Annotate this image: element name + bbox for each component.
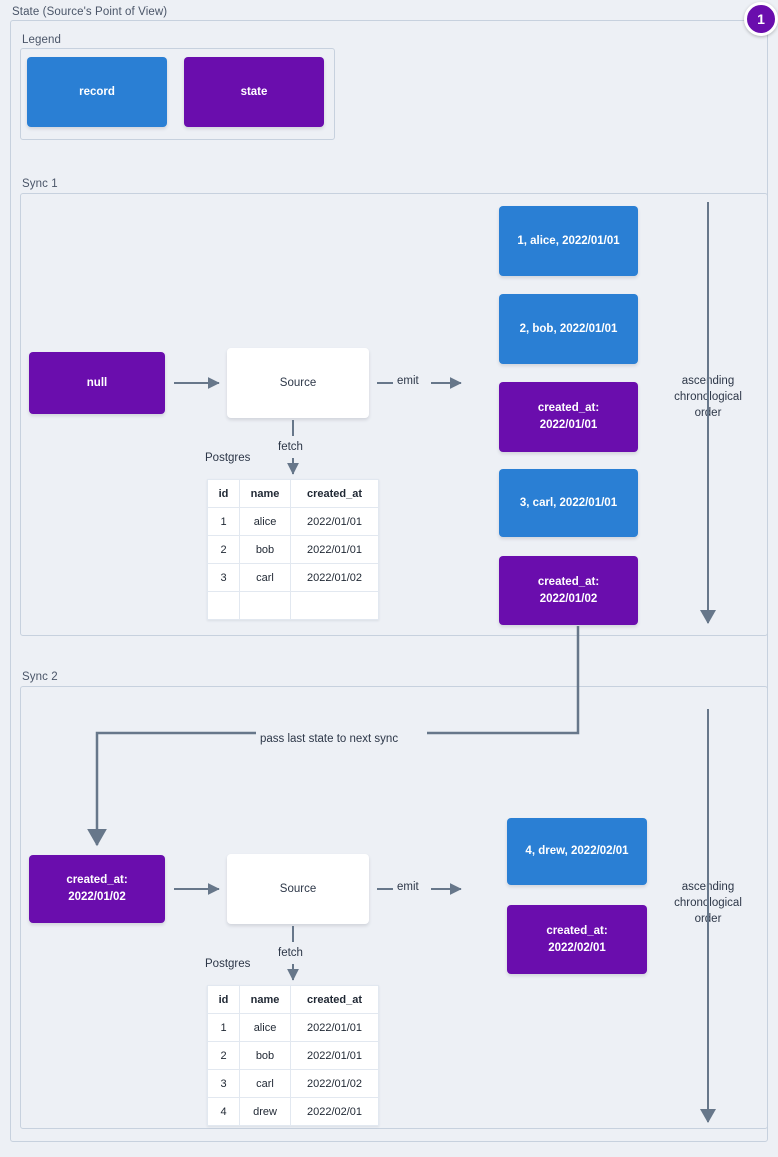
sync2-frame xyxy=(20,686,768,1129)
sync1-emitted-record-3: 3, carl, 2022/01/01 xyxy=(499,469,638,537)
sync1-emitted-state-1-line1: created_at: xyxy=(537,402,600,415)
sync1-emitted-state-2-text: created_at: 2022/01/02 xyxy=(532,574,605,607)
sync2-label: Sync 2 xyxy=(22,671,58,683)
table-row: 1 alice 2022/01/01 xyxy=(207,1013,379,1042)
legend-frame xyxy=(20,48,335,140)
sync1-emitted-state-2-line1: created_at: xyxy=(537,575,600,588)
legend-record-swatch: record xyxy=(27,57,167,127)
sync2-th-created-at: created_at xyxy=(290,985,379,1014)
sync2-input-state-line2: 2022/01/02 xyxy=(68,891,126,903)
sync2-th-name: name xyxy=(239,985,291,1014)
table-row-empty xyxy=(207,591,379,620)
sync1-source-node: Source xyxy=(227,348,369,418)
sync1-emitted-record-3-label: 3, carl, 2022/01/01 xyxy=(519,496,618,509)
sync1-cell-created-at: 2022/01/01 xyxy=(290,507,379,536)
sync2-cell-created-at: 2022/02/01 xyxy=(290,1097,379,1126)
sync1-cell-id xyxy=(207,591,240,620)
sync2-emit-label: emit xyxy=(397,881,419,893)
table-header-row: id name created_at xyxy=(207,479,379,508)
sync1-cell-id: 2 xyxy=(207,535,240,564)
sync1-cell-created-at: 2022/01/02 xyxy=(290,563,379,592)
sync1-cell-created-at xyxy=(290,591,379,620)
sync1-emit-label: emit xyxy=(397,375,419,387)
sync2-emitted-state-1-line2: 2022/02/01 xyxy=(548,941,606,954)
sync2-cell-name: alice xyxy=(239,1013,291,1042)
sync1-fetch-label: fetch xyxy=(278,441,303,453)
sync2-emitted-state-1: created_at: 2022/02/01 xyxy=(507,905,647,974)
pass-state-label: pass last state to next sync xyxy=(260,733,399,745)
sync2-emitted-record-1-label: 4, drew, 2022/02/01 xyxy=(525,845,629,858)
sync2-th-id: id xyxy=(207,985,240,1014)
sync2-cell-created-at: 2022/01/01 xyxy=(290,1041,379,1070)
sync1-order-label: ascending chronological order xyxy=(674,375,742,419)
sync1-cell-name: bob xyxy=(239,535,291,564)
sync1-cell-id: 3 xyxy=(207,563,240,592)
sync1-emitted-state-2-line2: 2022/01/02 xyxy=(539,592,598,605)
table-row: 2 bob 2022/01/01 xyxy=(207,535,379,564)
legend-state-label: state xyxy=(240,85,268,98)
sync1-emitted-record-2-label: 2, bob, 2022/01/01 xyxy=(519,322,618,335)
sync1-input-state: null xyxy=(29,352,165,414)
sync2-postgres-table: id name created_at 1 alice 2022/01/01 2 … xyxy=(207,985,379,1126)
sync1-cell-name: carl xyxy=(239,563,291,592)
page-title: State (Source's Point of View) xyxy=(12,6,168,18)
sync2-cell-created-at: 2022/01/01 xyxy=(290,1013,379,1042)
sync1-db-label: Postgres xyxy=(205,452,251,464)
sync1-th-created-at: created_at xyxy=(290,479,379,508)
sync2-cell-id: 4 xyxy=(207,1097,240,1126)
table-row: 3 carl 2022/01/02 xyxy=(207,1069,379,1098)
sync2-input-state-line1: created_at: xyxy=(66,874,128,887)
sync2-order-label: ascending chronological order xyxy=(674,881,742,925)
sync2-source-label: Source xyxy=(279,882,317,895)
sync2-cell-created-at: 2022/01/02 xyxy=(290,1069,379,1098)
sync1-emitted-state-2: created_at: 2022/01/02 xyxy=(499,556,638,625)
legend-label: Legend xyxy=(22,34,61,46)
sync1-emitted-record-1-label: 1, alice, 2022/01/01 xyxy=(517,234,620,247)
table-row: 2 bob 2022/01/01 xyxy=(207,1041,379,1070)
sync2-cell-name: carl xyxy=(239,1069,291,1098)
sync1-frame xyxy=(20,193,768,636)
sync2-db-label: Postgres xyxy=(205,958,251,970)
step-badge[interactable]: 1 xyxy=(744,2,778,36)
sync1-label: Sync 1 xyxy=(22,178,58,190)
table-row: 1 alice 2022/01/01 xyxy=(207,507,379,536)
sync1-postgres-table: id name created_at 1 alice 2022/01/01 2 … xyxy=(207,479,379,620)
sync2-input-state-text: created_at: 2022/01/02 xyxy=(60,872,133,905)
sync1-emitted-state-1: created_at: 2022/01/01 xyxy=(499,382,638,452)
sync2-cell-id: 1 xyxy=(207,1013,240,1042)
sync2-cell-id: 2 xyxy=(207,1041,240,1070)
sync2-fetch-label: fetch xyxy=(278,947,303,959)
sync1-th-name: name xyxy=(239,479,291,508)
sync1-th-id: id xyxy=(207,479,240,508)
sync2-emitted-state-1-text: created_at: 2022/02/01 xyxy=(540,923,613,956)
sync1-cell-created-at: 2022/01/01 xyxy=(290,535,379,564)
sync1-cell-name xyxy=(239,591,291,620)
sync1-input-state-label: null xyxy=(86,376,108,389)
legend-state-swatch: state xyxy=(184,57,324,127)
table-row: 3 carl 2022/01/02 xyxy=(207,563,379,592)
sync1-cell-id: 1 xyxy=(207,507,240,536)
sync1-source-label: Source xyxy=(279,376,317,389)
legend-record-label: record xyxy=(79,85,115,98)
sync2-cell-name: bob xyxy=(239,1041,291,1070)
sync1-cell-name: alice xyxy=(239,507,291,536)
sync1-emitted-state-1-text: created_at: 2022/01/01 xyxy=(532,400,605,433)
sync2-cell-name: drew xyxy=(239,1097,291,1126)
table-row: 4 drew 2022/02/01 xyxy=(207,1097,379,1126)
sync2-input-state: created_at: 2022/01/02 xyxy=(29,855,165,923)
sync2-cell-id: 3 xyxy=(207,1069,240,1098)
sync1-emitted-record-1: 1, alice, 2022/01/01 xyxy=(499,206,638,276)
sync2-emitted-state-1-line1: created_at: xyxy=(546,924,608,937)
sync1-emitted-state-1-line2: 2022/01/01 xyxy=(539,419,598,431)
sync2-emitted-record-1: 4, drew, 2022/02/01 xyxy=(507,818,647,885)
sync1-emitted-record-2: 2, bob, 2022/01/01 xyxy=(499,294,638,364)
sync2-source-node: Source xyxy=(227,854,369,924)
table-header-row: id name created_at xyxy=(207,985,379,1014)
